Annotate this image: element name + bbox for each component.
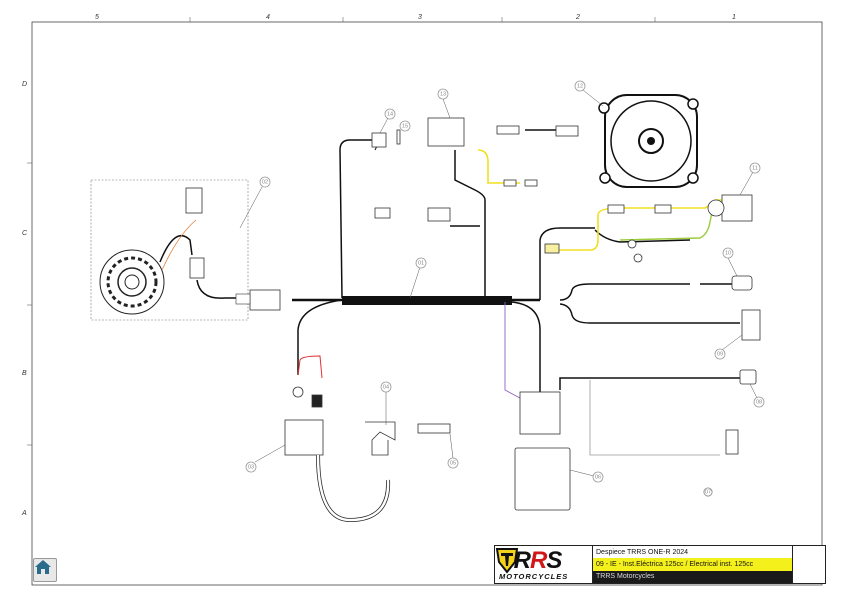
ignition-coil-03 (284, 419, 324, 456)
brand-subtitle: MOTORCYCLES (499, 572, 569, 581)
row-label: C (22, 230, 28, 237)
svg-text:09: 09 (717, 351, 723, 357)
horn-connector (374, 207, 391, 219)
stator-connector (249, 289, 281, 311)
svg-text:04: 04 (383, 384, 389, 390)
relay-13 (427, 117, 465, 147)
ecu-plug (519, 391, 561, 435)
svg-text:03: 03 (248, 464, 254, 470)
connector-c (555, 125, 579, 137)
document-subtitle: 09 - IE - Inst.Eléctrica 125cc / Electri… (593, 558, 792, 571)
stator-detail-box (90, 179, 249, 321)
callout-13: 13 (437, 88, 449, 100)
callout-12: 12 (574, 80, 586, 92)
home-icon (35, 560, 51, 574)
row-label: D (22, 81, 27, 88)
svg-text:02: 02 (262, 179, 268, 185)
svg-text:07: 07 (705, 489, 711, 495)
home-button[interactable] (33, 558, 57, 582)
callout-15: 15 (399, 120, 411, 132)
svg-text:06: 06 (595, 474, 601, 480)
callout-09: 09 (714, 348, 726, 360)
callout-08: 08 (753, 396, 765, 408)
callout-07: 07 (703, 487, 713, 497)
spark-plug-cap-04 (365, 421, 396, 456)
radiator-fan-12 (598, 94, 699, 188)
column-label: 2 (575, 14, 580, 21)
row-label: A (21, 510, 27, 517)
regulator-11 (721, 194, 753, 222)
sensor-07 (725, 429, 739, 455)
svg-text:08: 08 (756, 399, 762, 405)
callout-11: 11 (749, 162, 761, 174)
svg-text:10: 10 (725, 250, 731, 256)
shield-icon (495, 548, 519, 574)
connector-d (496, 125, 520, 135)
drawing-frame (31, 21, 823, 586)
trrs-shield-logo (495, 546, 825, 583)
svg-text:15: 15 (402, 123, 408, 129)
callout-05: 05 (447, 457, 459, 469)
pickup-sensor (185, 187, 203, 214)
spark-plug-05 (417, 423, 451, 434)
stator (99, 249, 165, 315)
callout-06: 06 (592, 471, 604, 483)
company-name: TRRS Motorcycles (593, 570, 792, 583)
svg-text:05: 05 (450, 460, 456, 466)
grid-ticks (27, 17, 656, 446)
column-label: 3 (418, 14, 422, 21)
svg-text:14: 14 (387, 111, 393, 117)
svg-text:12: 12 (577, 83, 583, 89)
callout-14: 14 (384, 108, 396, 120)
svg-text:11: 11 (752, 165, 758, 171)
fuse-15 (396, 129, 401, 145)
callout-04: 04 (380, 381, 392, 393)
sensor-08 (739, 369, 757, 385)
svg-text:01: 01 (418, 260, 424, 266)
main-harness-loom (342, 296, 512, 305)
column-label: 1 (732, 14, 736, 21)
row-label: B (22, 370, 27, 377)
callout-10: 10 (722, 247, 734, 259)
callout-02: 02 (259, 176, 271, 188)
sensor-10 (731, 275, 753, 291)
column-label: 5 (95, 14, 99, 21)
horn-connector-b (427, 207, 451, 222)
column-label: 4 (266, 14, 270, 21)
ecu-06 (514, 447, 571, 511)
document-title: Despiece TRRS ONE-R 2024 (593, 546, 792, 559)
callout-03: 03 (245, 461, 257, 473)
callout-01: 01 (415, 257, 427, 269)
svg-text:13: 13 (440, 91, 446, 97)
ecu-connector-09 (741, 309, 761, 341)
relay-14 (371, 132, 387, 148)
title-block: TRRS MOTORCYCLES Despiece TRRS ONE-R 202… (494, 545, 826, 584)
